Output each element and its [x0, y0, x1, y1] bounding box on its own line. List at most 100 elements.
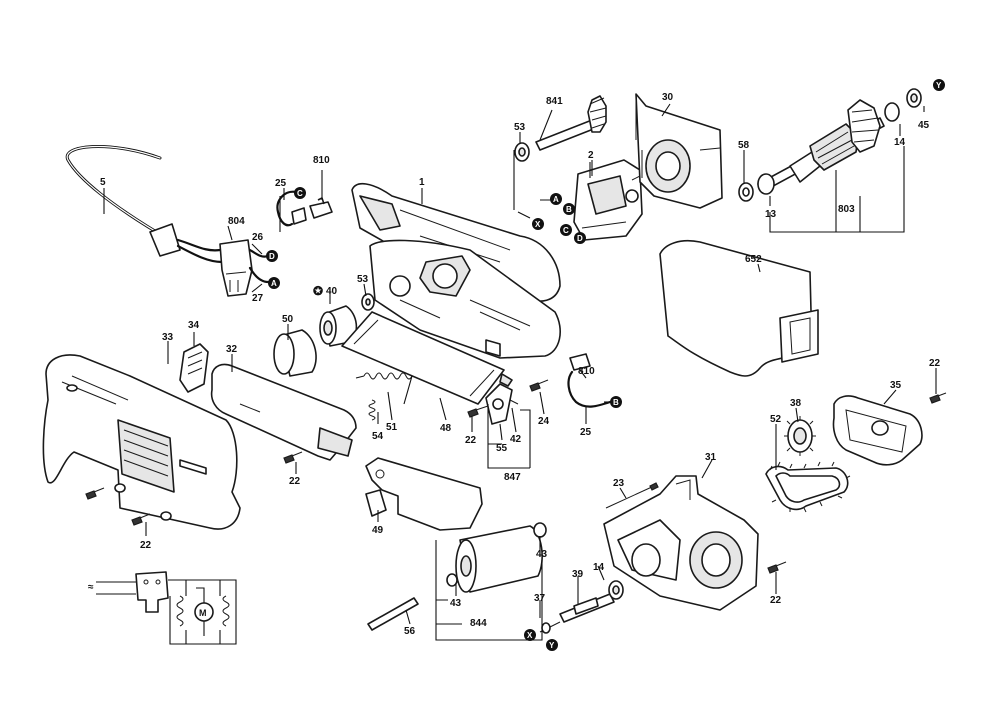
svg-text:Y: Y [936, 81, 942, 90]
label-810-top: 810 [313, 155, 330, 166]
label-58: 58 [738, 140, 750, 151]
svg-text:B: B [566, 205, 572, 214]
drive-wheel [273, 329, 317, 377]
marker-b-2: B [610, 396, 622, 408]
svg-text:D: D [577, 234, 583, 243]
svg-text:C: C [563, 226, 569, 235]
label-803: 803 [838, 204, 855, 215]
marker-b-1: B [563, 203, 575, 215]
brush-lead-lower [567, 353, 612, 408]
marker-x-1: X [532, 218, 544, 230]
label-22-b: 22 [289, 476, 301, 487]
label-25-top: 25 [275, 178, 287, 189]
label-26: 26 [252, 232, 264, 243]
label-39: 39 [572, 569, 584, 580]
label-53-mid: 53 [357, 274, 369, 285]
frame-bracket [365, 457, 483, 531]
bushing-53b [361, 293, 375, 311]
label-1: 1 [419, 177, 425, 188]
dust-bag [659, 239, 819, 377]
svg-text:C: C [297, 189, 303, 198]
label-55: 55 [496, 443, 508, 454]
label-22-e: 22 [770, 595, 782, 606]
label-34: 34 [188, 320, 200, 331]
label-30: 30 [662, 92, 674, 103]
label-847: 847 [504, 472, 521, 483]
label-33: 33 [162, 332, 174, 343]
switch-lever [179, 343, 209, 393]
label-40: 40 [326, 286, 338, 297]
label-32: 32 [226, 344, 238, 355]
gear-cover [832, 395, 923, 466]
marker-a-1: A [268, 277, 280, 289]
label-45: 45 [918, 120, 930, 131]
label-14-top: 14 [894, 137, 906, 148]
handle-housing [42, 354, 241, 530]
switch [219, 239, 270, 297]
label-2: 2 [588, 150, 594, 161]
label-35: 35 [890, 380, 902, 391]
tension-spring [355, 372, 413, 405]
svg-text:B: B [613, 398, 619, 407]
label-25-bottom: 25 [580, 427, 592, 438]
motor-symbol: M [199, 608, 207, 618]
label-42: 42 [510, 434, 522, 445]
screws [85, 379, 947, 574]
svg-text:X: X [535, 220, 541, 229]
label-22-d: 22 [929, 358, 941, 369]
svg-text:D: D [269, 252, 275, 261]
svg-text:A: A [271, 279, 277, 288]
drive-shaft [539, 580, 624, 634]
stator-field [573, 159, 643, 241]
marker-d-1: D [266, 250, 278, 262]
marker-y-1: Y [933, 79, 945, 91]
label-31: 31 [705, 452, 717, 463]
label-48: 48 [440, 423, 452, 434]
bushing-53 [514, 142, 530, 162]
marker-c-2: C [560, 224, 572, 236]
bearing-58 [738, 182, 754, 202]
fan-baffle [635, 93, 723, 209]
label-27: 27 [252, 293, 264, 304]
label-49: 49 [372, 525, 384, 536]
marker-c-1: C [294, 187, 306, 199]
brush-holder-upper [309, 197, 333, 219]
label-43-left: 43 [450, 598, 462, 609]
label-56: 56 [404, 626, 416, 637]
label-23: 23 [613, 478, 625, 489]
label-37: 37 [534, 593, 546, 604]
label-810-bottom: 810 [578, 366, 595, 377]
motor-housing [351, 183, 561, 359]
label-804: 804 [228, 216, 245, 227]
drive-pulley [319, 305, 358, 347]
label-22-a: 22 [140, 540, 152, 551]
brush-lead-upper [276, 190, 307, 227]
label-22-c: 22 [465, 435, 477, 446]
callout-markers: C D A X A B C D [266, 79, 945, 651]
label-24: 24 [538, 416, 550, 427]
wiring-schematic: ≈ M [88, 571, 237, 645]
label-14-bottom: 14 [593, 562, 605, 573]
label-54: 54 [372, 431, 384, 442]
star-symbol: ✪ [313, 284, 324, 298]
spindle-841 [535, 95, 607, 151]
tracking-lever [485, 373, 519, 425]
svg-text:Y: Y [549, 641, 555, 650]
marker-d-2: D [574, 232, 586, 244]
idler-roller [446, 522, 547, 593]
roller-shaft [367, 597, 419, 631]
label-51: 51 [386, 422, 398, 433]
label-5: 5 [100, 177, 106, 188]
label-652: 652 [745, 254, 762, 265]
label-52: 52 [770, 414, 782, 425]
part-labels: 1 2 5 13 14 14 22 22 22 22 22 23 24 25 2… [100, 92, 941, 637]
label-50: 50 [282, 314, 294, 325]
svg-text:A: A [553, 195, 559, 204]
label-38: 38 [790, 398, 802, 409]
cover [210, 363, 357, 461]
power-cord [65, 144, 224, 264]
label-13: 13 [765, 209, 777, 220]
small-spring [368, 399, 376, 421]
marker-y-2: Y [546, 639, 558, 651]
